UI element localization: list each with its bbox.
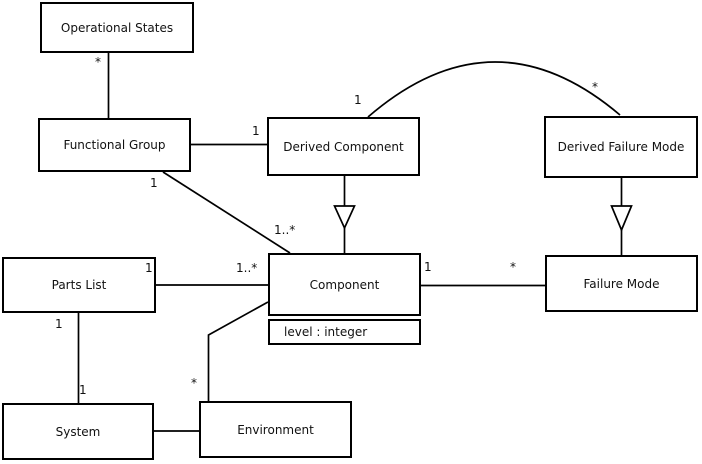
class-box-component-attributes: level : integer bbox=[268, 319, 421, 345]
class-name: Derived Failure Mode bbox=[557, 140, 685, 154]
multiplicity-label: * bbox=[592, 80, 598, 94]
class-name: Component bbox=[309, 277, 380, 292]
class-box-functional-group: Functional Group bbox=[38, 118, 191, 172]
multiplicity-label: * bbox=[95, 55, 101, 69]
class-name: Derived Component bbox=[283, 139, 404, 154]
multiplicity-label: 1 bbox=[55, 317, 63, 331]
class-box-environment: Environment bbox=[199, 401, 352, 458]
class-box-parts-list: Parts List bbox=[2, 257, 156, 313]
class-box-derived-failure-mode: Derived Failure Mode bbox=[544, 116, 698, 178]
multiplicity-label: 1 bbox=[79, 383, 87, 397]
class-name: Operational States bbox=[60, 20, 174, 35]
multiplicity-label: 1 bbox=[424, 260, 432, 274]
class-box-failure-mode: Failure Mode bbox=[545, 255, 698, 312]
class-box-component: Component bbox=[268, 253, 421, 316]
class-box-derived-component: Derived Component bbox=[267, 117, 420, 176]
multiplicity-label: 1 bbox=[150, 176, 158, 190]
multiplicity-label: * bbox=[510, 260, 516, 274]
edge-derived-component-derived-failure-mode bbox=[367, 61, 621, 118]
generalization-triangle-icon bbox=[610, 205, 633, 233]
class-name: Failure Mode bbox=[583, 276, 660, 291]
multiplicity-label: 1..* bbox=[236, 261, 258, 275]
edge-component-environment bbox=[207, 301, 269, 401]
multiplicity-label: * bbox=[191, 376, 197, 390]
multiplicity-label: 1 bbox=[145, 261, 153, 275]
class-name: Functional Group bbox=[63, 138, 166, 152]
multiplicity-label: 1..* bbox=[274, 223, 296, 237]
class-name: Parts List bbox=[51, 278, 107, 292]
multiplicity-label: 1 bbox=[252, 124, 260, 138]
generalization-triangle-icon bbox=[333, 205, 356, 231]
attribute-text: level : integer bbox=[284, 325, 368, 339]
edge-functional-group-component bbox=[162, 171, 291, 254]
multiplicity-label: 1 bbox=[354, 93, 362, 107]
class-box-system: System bbox=[2, 403, 154, 460]
class-name: System bbox=[55, 424, 101, 439]
class-name: Environment bbox=[237, 422, 314, 437]
class-box-operational-states: Operational States bbox=[40, 2, 194, 53]
